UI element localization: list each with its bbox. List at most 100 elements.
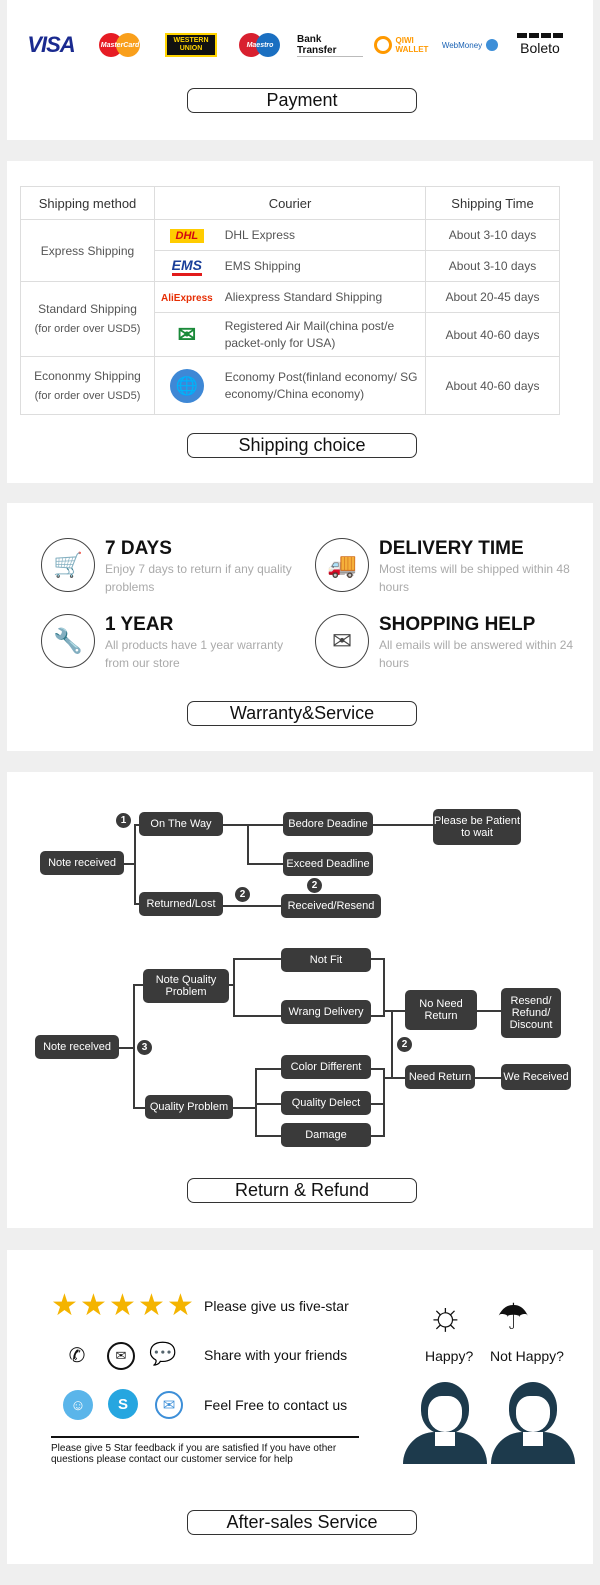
warranty-heading: 7 DAYS: [105, 538, 172, 559]
flow2-color-different: Color Different: [281, 1055, 371, 1079]
tools-icon: 🔧: [41, 614, 95, 668]
not-happy-label: Not Happy?: [490, 1348, 564, 1364]
email-icon: ✉: [107, 1342, 135, 1370]
warranty-heading: SHOPPING HELP: [379, 614, 536, 635]
courier-name: Aliexpress Standard Shipping: [218, 281, 426, 313]
warranty-text: Enjoy 7 days to return if any quality pr…: [105, 562, 292, 594]
shipping-time: About 3-10 days: [425, 250, 560, 282]
shipping-time: About 3-10 days: [425, 219, 560, 251]
feedback-note: Please give 5 Star feedback if you are s…: [51, 1443, 337, 1465]
warranty-heading: DELIVERY TIME: [379, 538, 524, 559]
flow2-wrong-delivery: Wrang Delivery: [281, 1000, 371, 1024]
courier-name: Registered Air Mail(china post/e packet-…: [218, 312, 426, 357]
flow2-note-quality-problem: Note Quality Problem: [143, 969, 229, 1003]
courier-name: Economy Post(finland economy/ SG economy…: [218, 356, 426, 415]
flow2-we-received: We Received: [501, 1064, 571, 1090]
flow2-resend-refund-discount: Resend/ Refund/ Discount: [501, 988, 561, 1038]
mail-icon: ✉: [315, 614, 369, 668]
flow2-not-fit: Not Fit: [281, 948, 371, 972]
dhl-logo: DHL: [153, 219, 219, 251]
method-economy: Econonmy Shipping(for order over USD5): [20, 356, 155, 415]
shipping-card: Shipping method Courier Shipping Time Ex…: [7, 161, 593, 483]
skype-icon: S: [108, 1389, 138, 1419]
warranty-text: Most items will be shipped within 48 hou…: [379, 562, 570, 594]
webmoney-logo: WebMoney: [439, 33, 501, 57]
shipping-time: About 20-45 days: [425, 281, 560, 313]
warranty-text: All products have 1 year warranty from o…: [105, 638, 284, 670]
flow1-received-resend: Received/Resend: [281, 894, 381, 918]
qq-icon: ☺: [63, 1390, 93, 1420]
step-number: 2: [235, 887, 250, 902]
mastercard-logo: MasterCard: [99, 33, 141, 57]
shipping-time: About 40-60 days: [425, 356, 560, 415]
method-standard: Standard Shipping(for order over USD5): [20, 281, 155, 357]
table-row: ✉ Registered Air Mail(china post/e packe…: [21, 312, 560, 357]
flow1-before-deadline: Bedore Deadine: [283, 812, 373, 836]
star-icon: ★: [109, 1289, 136, 1322]
happy-label: Happy?: [425, 1348, 474, 1364]
flow1-returned-lost: Returned/Lost: [139, 892, 223, 916]
refund-card: Note received On The Way Bedore Deadine …: [7, 772, 593, 1228]
flow2-need-return: Need Return: [405, 1065, 475, 1089]
star-icon: ★: [167, 1289, 194, 1322]
flow2-damage: Damage: [281, 1123, 371, 1147]
divider: [51, 1436, 359, 1438]
flow2-note-received: Note recelved: [35, 1035, 119, 1059]
five-star-rating: ★ ★ ★ ★ ★: [51, 1288, 201, 1322]
un-globe-icon: 🌐: [153, 356, 219, 415]
boleto-logo: Boleto: [517, 33, 563, 57]
header-courier: Courier: [154, 186, 426, 220]
shipping-table: Shipping method Courier Shipping Time Ex…: [20, 186, 560, 415]
support-agent-female: [491, 1382, 575, 1464]
flow1-note-received: Note received: [40, 851, 124, 875]
courier-name: DHL Express: [218, 219, 426, 251]
maestro-logo: Maestro: [239, 33, 281, 57]
contact-text: Feel Free to contact us: [204, 1397, 348, 1413]
table-row: Standard Shipping(for order over USD5) A…: [20, 281, 560, 357]
step-number: 3: [137, 1040, 152, 1055]
shipping-time: About 40-60 days: [425, 312, 560, 357]
table-header-row: Shipping method Courier Shipping Time: [20, 186, 560, 220]
five-star-text: Please give us five-star: [204, 1298, 349, 1314]
warranty-text: All emails will be answered within 24 ho…: [379, 638, 574, 670]
warranty-item: 🚚 DELIVERY TIME Most items will be shipp…: [315, 538, 575, 598]
step-number: 1: [116, 813, 131, 828]
warranty-item: 🛒 7 DAYS Enjoy 7 days to return if any q…: [41, 538, 301, 598]
warranty-card: 🛒 7 DAYS Enjoy 7 days to return if any q…: [7, 503, 593, 751]
header-method: Shipping method: [20, 186, 155, 220]
visa-logo: VISA: [27, 32, 75, 57]
aftersales-card: ★ ★ ★ ★ ★ Please give us five-star ✆ ✉ 💬…: [7, 1250, 593, 1564]
flow1-on-the-way: On The Way: [139, 812, 223, 836]
table-row: Express Shipping DHL DHL Express About 3…: [20, 219, 560, 282]
flow2-quality-problem: Quality Problem: [145, 1095, 233, 1119]
sun-icon: ☼: [427, 1294, 464, 1338]
flow2-quality-defect: Quality Delect: [281, 1091, 371, 1115]
warranty-title: Warranty&Service: [187, 701, 417, 726]
rain-cloud-icon: ☂: [497, 1296, 530, 1337]
phone-icon: ✆: [68, 1344, 86, 1367]
warranty-item: 🔧 1 YEAR All products have 1 year warran…: [41, 614, 301, 674]
wechat-icon: 💬: [149, 1341, 177, 1366]
step-number: 2: [397, 1037, 412, 1052]
cart-icon: 🛒: [41, 538, 95, 592]
message-icon: ✉: [155, 1391, 183, 1419]
share-text: Share with your friends: [204, 1347, 348, 1363]
aliexpress-logo: AliExpress: [153, 281, 219, 313]
aftersales-title: After-sales Service: [187, 1510, 417, 1535]
warranty-heading: 1 YEAR: [105, 614, 174, 635]
star-icon: ★: [80, 1289, 107, 1322]
china-post-icon: ✉: [153, 312, 219, 357]
header-time: Shipping Time: [425, 186, 560, 220]
courier-name: EMS Shipping: [218, 250, 426, 282]
method-express: Express Shipping: [20, 219, 155, 282]
warranty-item: ✉ SHOPPING HELP All emails will be answe…: [315, 614, 575, 674]
ems-logo: EMS: [153, 250, 219, 282]
step-number: 2: [307, 878, 322, 893]
star-icon: ★: [51, 1289, 78, 1322]
bank-transfer-logo: Bank Transfer: [297, 33, 363, 57]
star-icon: ★: [138, 1289, 165, 1322]
support-agent-male: [403, 1382, 487, 1464]
